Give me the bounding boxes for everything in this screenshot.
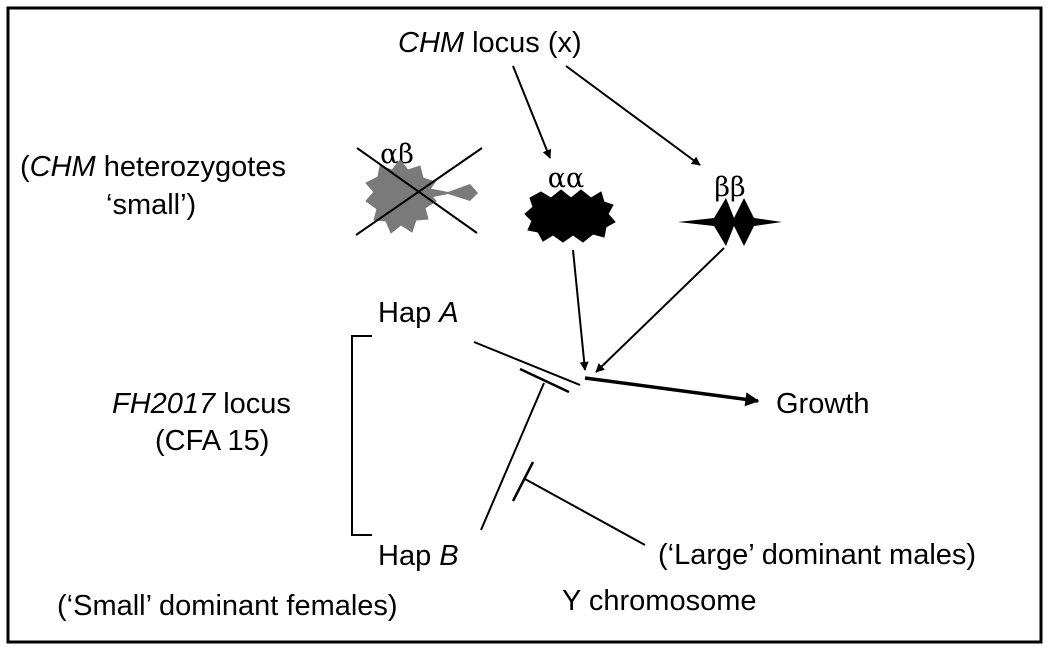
arrow-chm-to-bb — [565, 65, 701, 166]
arrow-chm-to-aa — [512, 65, 552, 159]
hap-b-inhibit-line — [480, 382, 545, 531]
cross-line-a — [356, 147, 478, 234]
genotype-bb-label: ββ — [714, 172, 745, 203]
cfa15-label: (CFA 15) — [155, 425, 269, 457]
growth-arrow — [584, 376, 760, 407]
heterozygote-ab-shape — [365, 159, 437, 234]
large-males-label: (‘Large’ dominant males) — [658, 539, 976, 571]
y-inhibit-bar — [511, 461, 535, 502]
small-females-label: (‘Small’ dominant females) — [57, 590, 398, 622]
hap-b-prefix: Hap — [378, 540, 439, 572]
genotype-aa-shape — [524, 189, 616, 243]
fh2017-rest: locus — [215, 388, 291, 420]
hap-b-letter: B — [439, 540, 458, 572]
genotype-bb-shape — [678, 198, 782, 246]
frame-border — [6, 6, 1043, 644]
chm-locus-rest: locus (x) — [464, 27, 582, 59]
hap-b-label: Hap B — [378, 540, 459, 572]
hap-a-letter: A — [437, 297, 458, 329]
cross-line-b — [355, 147, 483, 236]
heterozygotes-small-label: ‘small’) — [106, 189, 196, 221]
hap-a-label: Hap A — [378, 297, 459, 329]
hap-b-inhibit-bar — [519, 367, 570, 394]
hap-a-prefix: Hap — [378, 297, 439, 329]
arrow-aa-to-junction — [572, 249, 589, 371]
heterozygotes-rest: heterozygotes — [96, 151, 286, 183]
fh2017-bracket — [351, 335, 372, 536]
genotype-aa-label: αα — [548, 163, 584, 194]
heterozygotes-label: (CHM heterozygotes — [20, 151, 286, 183]
y-chromosome-label: Y chromosome — [562, 585, 757, 617]
chm-locus-label: CHM locus (x) — [398, 27, 582, 59]
chm-locus-gene: CHM — [398, 27, 465, 59]
fh2017-gene: FH2017 — [112, 388, 217, 420]
y-inhibit-line — [524, 478, 646, 546]
fh2017-locus-label: FH2017 locus — [112, 388, 291, 420]
heterozygote-ab-tail — [428, 184, 478, 201]
heterozygotes-open: ( — [20, 151, 30, 183]
hap-a-line — [473, 341, 581, 386]
arrow-bb-to-junction — [595, 247, 725, 373]
heterozygotes-gene: CHM — [30, 151, 97, 183]
growth-label: Growth — [776, 388, 869, 420]
